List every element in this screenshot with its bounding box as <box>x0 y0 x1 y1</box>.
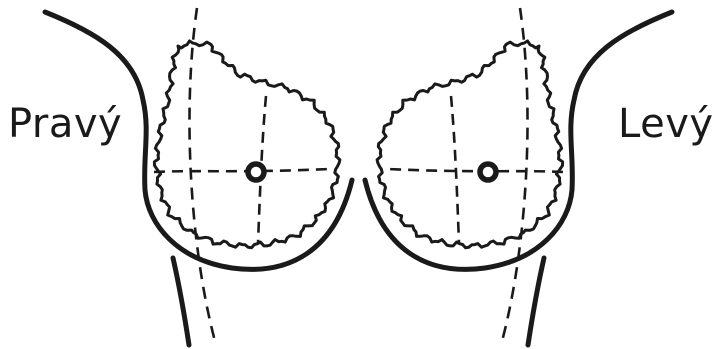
left-side-label: Levý <box>618 96 714 152</box>
right-side-label: Pravý <box>8 96 122 152</box>
left-nipple <box>480 164 496 180</box>
right-midline <box>189 8 216 345</box>
right-nipple <box>248 164 264 180</box>
right-breast <box>45 8 352 345</box>
left-tissue-outline <box>377 41 562 248</box>
left-midline <box>501 8 528 345</box>
left-quadrant-horizontal <box>387 169 563 172</box>
left-breast <box>365 8 672 345</box>
right-tissue-outline <box>154 41 340 248</box>
right-quadrant-horizontal <box>154 169 330 172</box>
left-torso-line <box>528 258 544 345</box>
right-torso-line <box>173 258 189 345</box>
